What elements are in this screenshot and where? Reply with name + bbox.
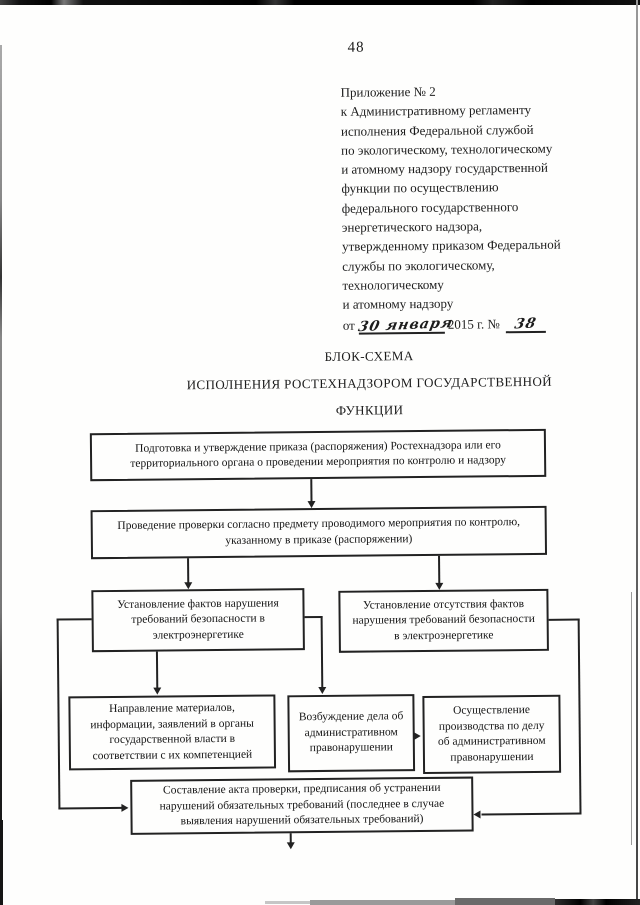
box-text-line: территориального органа о проведении мер… — [130, 454, 506, 470]
appendix-line: утвержденному приказом Федеральной — [341, 237, 561, 255]
appendix-line: исполнения Федеральной службой — [340, 121, 534, 139]
box-text-line: правонарушении — [309, 741, 393, 755]
appendix-line: федерального государственного — [341, 198, 519, 216]
flowchart-box-conduct-proceedings: Осуществление производства по делу об ад… — [422, 694, 562, 775]
arrowhead-into-act-right — [473, 809, 481, 819]
box-text-line: Осуществление — [452, 703, 531, 717]
scan-top-edge-bar — [0, 0, 640, 5]
connector-left-feedback-horizontal — [58, 806, 123, 810]
arrowhead-into-case — [317, 686, 326, 695]
scan-bottom-edge-bar — [310, 900, 455, 905]
flowchart-box-violations-found: Установление фактов нарушения требований… — [91, 588, 305, 653]
flowchart-box-send-materials: Направление материалов, информации, заяв… — [68, 694, 277, 771]
appendix-block: Приложение № 2 к Административному регла… — [340, 80, 593, 335]
box-text-line: нарушения требований безопасности — [352, 613, 535, 627]
flowchart-box-prepare-order: Подготовка и утверждение приказа (распор… — [89, 428, 547, 482]
box-text-line: об административном — [437, 734, 546, 748]
box-text-line: Установление фактов нарушения — [117, 597, 279, 611]
connector-violations-to-case — [320, 615, 324, 688]
connector-right-feedback-vertical — [577, 618, 582, 815]
date-prefix: от — [342, 317, 355, 333]
appendix-line: технологическому — [342, 276, 444, 293]
flowchart-box-draw-up-act: Составление акта проверки, предписания о… — [130, 776, 474, 835]
arrowhead-into-materials — [152, 687, 161, 695]
page-number: 48 — [347, 39, 365, 56]
box-text-line: государственной власти в — [109, 732, 236, 747]
appendix-line: к Административному регламенту — [340, 102, 532, 120]
appendix-line: по экологическому, технологическому — [341, 140, 553, 158]
handwritten-number: 38 — [513, 315, 539, 333]
scan-right-edge-line — [636, 0, 638, 905]
box-text-line: Направление материалов, — [109, 701, 235, 716]
connector-violations-to-materials — [155, 651, 159, 689]
box-text-line: информации, заявлений в органы — [90, 717, 254, 731]
box-text-line: соответствии с их компетенцией — [92, 748, 253, 762]
connector-right-feedback-horizontal — [481, 812, 582, 816]
appendix-line: службы по экологическому, — [342, 256, 495, 274]
number-underline: 38 — [505, 315, 546, 333]
box-text-line: Возбуждение дела об — [298, 710, 404, 724]
box-text-line: Установление отсутствия фактов — [362, 597, 525, 612]
scan-right-edge-line-secondary — [631, 592, 632, 845]
scan-bottom-edge-bar — [265, 901, 310, 904]
appendix-line: функции по осуществлению — [341, 179, 499, 197]
scan-left-bottom-mark — [0, 820, 3, 905]
arrowhead-act-continuation — [286, 842, 295, 850]
scan-bottom-edge-bar — [455, 898, 555, 905]
appendix-line: энергетического надзора, — [341, 218, 483, 235]
flowchart-box-no-violations: Установление отсутствия фактов нарушения… — [338, 588, 549, 653]
box-text-line: в электроэнергетике — [394, 629, 494, 643]
box-text-line: правонарушении — [450, 750, 534, 764]
handwritten-date: 30 января — [356, 314, 455, 335]
box-text-line: указанному в приказе (распоряжении) — [225, 532, 413, 547]
appendix-line: и атомному надзору государственной — [341, 159, 548, 177]
box-text-line: электроэнергетике — [152, 628, 244, 642]
title-line-3: ФУНКЦИИ — [335, 402, 404, 418]
arrowhead-into-no-violations — [434, 582, 443, 590]
box-text-line: выявления нарушений обязательных требова… — [180, 813, 424, 828]
appendix-line: и атомному надзору — [342, 295, 454, 313]
connector-prepare-to-inspection — [310, 479, 313, 504]
connector-inspection-to-no-violations — [438, 555, 441, 584]
connector-violations-left-out — [56, 618, 92, 621]
appendix-line: Приложение № 2 — [340, 83, 436, 100]
arrowhead-into-act-left — [121, 803, 129, 812]
box-text-line: производства по делу — [438, 719, 545, 733]
box-text-line: административном — [304, 726, 398, 739]
date-underline: 30 января — [357, 315, 455, 335]
connector-left-feedback-vertical — [56, 618, 61, 810]
arrowhead-case-to-proceedings — [413, 731, 421, 740]
date-middle: 2015 г. № — [447, 315, 500, 332]
flowchart-box-initiate-case: Возбуждение дела об административном пра… — [287, 694, 416, 773]
flowchart-box-conduct-inspection: Проведение проверки согласно предмету пр… — [90, 505, 548, 560]
connector-no-violations-right-out — [548, 618, 580, 621]
connector-inspection-to-violations — [187, 558, 190, 584]
scan-left-edge-line — [0, 45, 2, 905]
box-text-line: требований безопасности в — [131, 612, 266, 627]
scan-bottom-edge-bar — [555, 899, 640, 905]
document-title: БЛОК-СХЕМА ИСПОЛНЕНИЯ РОСТЕХНАДЗОРОМ ГОС… — [99, 340, 640, 426]
